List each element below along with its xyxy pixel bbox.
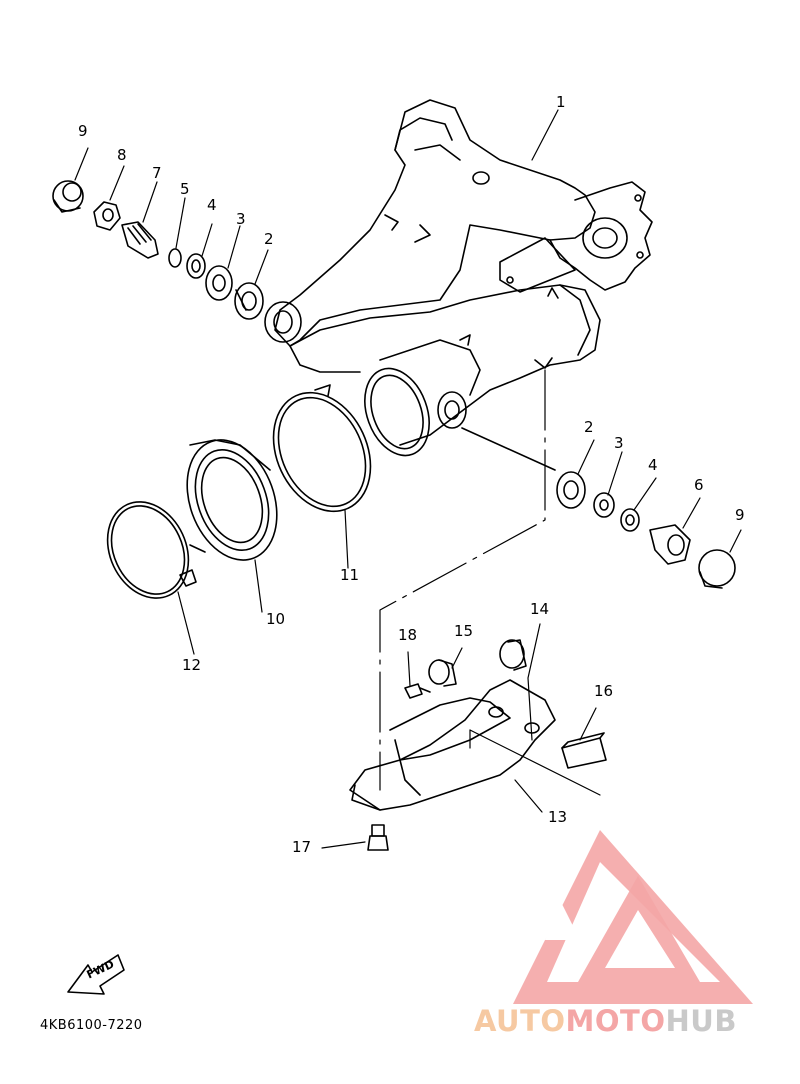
- callout-11: 11: [340, 566, 360, 584]
- callout-7: 7: [152, 164, 162, 182]
- watermark-text: AUTOMOTOHUB: [474, 1004, 737, 1038]
- watermark-part-auto: AUTO: [474, 1004, 566, 1038]
- clamp-12: [106, 501, 197, 599]
- callout-12: 12: [182, 656, 202, 674]
- damper-14: [499, 639, 527, 671]
- boot-band-11: [272, 384, 372, 513]
- chain-guard-13: [349, 679, 556, 811]
- bolt-18: [404, 683, 431, 699]
- callout-9-right: 9: [735, 506, 745, 524]
- callout-6: 6: [694, 476, 704, 494]
- watermark-part-moto: MOTO: [565, 1004, 666, 1038]
- callout-2-left: 2: [264, 230, 274, 248]
- callout-3-left: 3: [236, 210, 246, 228]
- callout-18: 18: [398, 626, 418, 644]
- leader-lines: [74, 109, 742, 849]
- callout-15: 15: [454, 622, 474, 640]
- fwd-arrow-icon: [67, 954, 125, 995]
- right-pivot-hardware: [461, 427, 736, 589]
- callout-9-left: 9: [78, 122, 88, 140]
- callout-14: 14: [530, 600, 550, 618]
- swing-arm: [264, 99, 653, 457]
- callout-1: 1: [556, 93, 566, 111]
- callout-8: 8: [117, 146, 127, 164]
- callout-3-right: 3: [614, 434, 624, 452]
- callout-4-left: 4: [207, 196, 217, 214]
- callout-10: 10: [266, 610, 286, 628]
- watermark-part-hub: HUB: [665, 1004, 737, 1038]
- watermark-logo-icon: [513, 830, 753, 1004]
- bolt-17: [367, 824, 389, 851]
- callout-17: 17: [292, 838, 312, 856]
- callout-13: 13: [548, 808, 568, 826]
- left-pivot-hardware: [52, 180, 264, 320]
- callout-4-right: 4: [648, 456, 658, 474]
- collar-15: [428, 659, 457, 687]
- diagram-code: 4KB6100-7220: [40, 1018, 143, 1033]
- pad-16: [561, 732, 607, 769]
- callout-5: 5: [180, 180, 190, 198]
- boot-10: [186, 439, 278, 561]
- callout-16: 16: [594, 682, 614, 700]
- callout-2-right: 2: [584, 418, 594, 436]
